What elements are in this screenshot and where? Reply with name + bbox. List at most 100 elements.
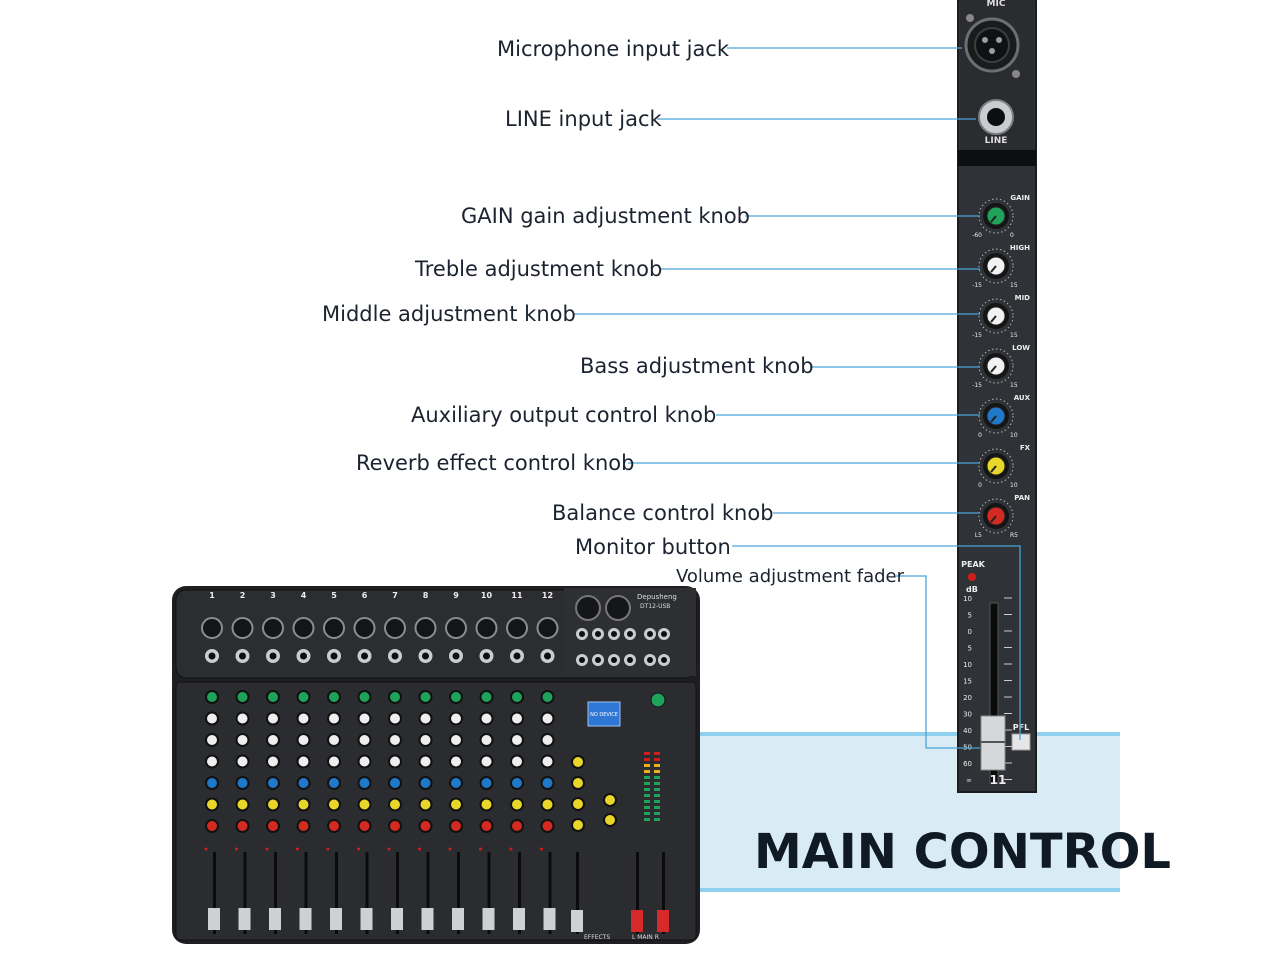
mixer-fader-cap[interactable] (513, 908, 525, 930)
mixer-knob[interactable] (510, 733, 524, 747)
mixer-knob[interactable] (205, 754, 219, 769)
strip-knob-fx[interactable] (978, 448, 1014, 484)
mixer-knob[interactable] (266, 797, 280, 812)
mixer-knob[interactable] (479, 797, 494, 812)
mixer-knob[interactable] (327, 690, 341, 704)
mixer-knob[interactable] (449, 733, 463, 747)
mixer-knob[interactable] (388, 733, 402, 747)
mixer-knob[interactable] (235, 797, 250, 812)
mixer-knob[interactable] (540, 733, 555, 747)
mixer-knob[interactable] (235, 819, 250, 833)
strip-knob-aux[interactable] (978, 398, 1014, 434)
mixer-knob[interactable] (449, 754, 463, 769)
mixer-knob[interactable] (418, 711, 433, 726)
mixer-fader-cap[interactable] (360, 908, 373, 930)
mixer-knob[interactable] (357, 690, 372, 704)
mixer-knob[interactable] (510, 797, 524, 812)
mixer-knob[interactable] (235, 733, 250, 747)
fader-cap[interactable] (980, 715, 1006, 771)
mixer-knob[interactable] (327, 776, 341, 790)
mixer-knob[interactable] (449, 711, 463, 726)
mixer-knob[interactable] (388, 690, 402, 704)
mixer-knob[interactable] (357, 819, 372, 833)
mixer-knob[interactable] (266, 690, 280, 704)
mixer-fader-cap[interactable] (330, 908, 342, 930)
pfl-button[interactable] (1011, 733, 1031, 751)
mixer-knob[interactable] (205, 690, 219, 704)
master-small-knob[interactable] (571, 797, 585, 811)
mixer-knob[interactable] (540, 754, 555, 769)
mixer-knob[interactable] (296, 711, 311, 726)
mixer-knob[interactable] (357, 797, 372, 812)
mixer-knob[interactable] (540, 819, 555, 833)
mixer-knob[interactable] (266, 733, 280, 747)
mixer-knob[interactable] (510, 690, 524, 704)
master-small-knob[interactable] (571, 755, 585, 769)
mixer-knob[interactable] (205, 797, 219, 812)
mixer-knob[interactable] (205, 711, 219, 726)
mixer-knob[interactable] (235, 690, 250, 704)
mixer-knob[interactable] (540, 797, 555, 812)
mixer-knob[interactable] (449, 776, 463, 790)
mixer-knob[interactable] (418, 797, 433, 812)
mixer-knob[interactable] (205, 776, 219, 790)
mixer-knob[interactable] (266, 819, 280, 833)
master-small-knob[interactable] (571, 776, 585, 790)
mixer-knob[interactable] (266, 754, 280, 769)
mixer-knob[interactable] (296, 776, 311, 790)
mixer-knob[interactable] (296, 733, 311, 747)
mixer-fader-cap[interactable] (482, 908, 495, 930)
mixer-fader-cap[interactable] (452, 908, 464, 930)
mixer-knob[interactable] (479, 711, 494, 726)
mixer-knob[interactable] (418, 690, 433, 704)
mixer-fader-cap[interactable] (269, 908, 281, 930)
mixer-knob[interactable] (449, 690, 463, 704)
strip-knob-low[interactable] (978, 348, 1014, 384)
mixer-knob[interactable] (205, 733, 219, 747)
mixer-knob[interactable] (327, 733, 341, 747)
mixer-knob[interactable] (327, 754, 341, 769)
mixer-knob[interactable] (449, 819, 463, 833)
mixer-knob[interactable] (418, 754, 433, 769)
strip-knob-mid[interactable] (978, 298, 1014, 334)
mixer-knob[interactable] (388, 711, 402, 726)
strip-knob-high[interactable] (978, 248, 1014, 284)
mixer-knob[interactable] (418, 776, 433, 790)
mixer-knob[interactable] (388, 797, 402, 812)
master-small-knob[interactable] (603, 813, 617, 827)
mixer-knob[interactable] (479, 819, 494, 833)
mixer-knob[interactable] (296, 754, 311, 769)
mixer-knob[interactable] (418, 733, 433, 747)
mixer-knob[interactable] (510, 711, 524, 726)
mixer-knob[interactable] (357, 776, 372, 790)
mixer-knob[interactable] (388, 819, 402, 833)
mixer-knob[interactable] (205, 819, 219, 833)
mixer-knob[interactable] (388, 776, 402, 790)
master-fader-cap[interactable] (571, 910, 583, 932)
mixer-knob[interactable] (388, 754, 402, 769)
mixer-knob[interactable] (540, 776, 555, 790)
mixer-knob[interactable] (540, 711, 555, 726)
mixer-knob[interactable] (357, 754, 372, 769)
mixer-knob[interactable] (235, 754, 250, 769)
mixer-knob[interactable] (327, 797, 341, 812)
mixer-fader-cap[interactable] (391, 908, 403, 930)
mixer-knob[interactable] (510, 776, 524, 790)
master-small-knob[interactable] (603, 793, 617, 807)
mixer-knob[interactable] (510, 819, 524, 833)
mixer-knob[interactable] (296, 690, 311, 704)
mixer-fader-cap[interactable] (238, 908, 251, 930)
mixer-fader-cap[interactable] (421, 908, 434, 930)
mixer-knob[interactable] (479, 690, 494, 704)
master-fader-cap[interactable] (631, 910, 643, 932)
mixer-knob[interactable] (327, 711, 341, 726)
mixer-knob[interactable] (296, 797, 311, 812)
master-fader-cap[interactable] (657, 910, 669, 932)
mixer-knob[interactable] (540, 690, 555, 704)
mixer-knob[interactable] (479, 733, 494, 747)
mixer-fader-cap[interactable] (299, 908, 312, 930)
mixer-knob[interactable] (449, 797, 463, 812)
mixer-knob[interactable] (296, 819, 311, 833)
mixer-knob[interactable] (479, 776, 494, 790)
mixer-knob[interactable] (266, 711, 280, 726)
